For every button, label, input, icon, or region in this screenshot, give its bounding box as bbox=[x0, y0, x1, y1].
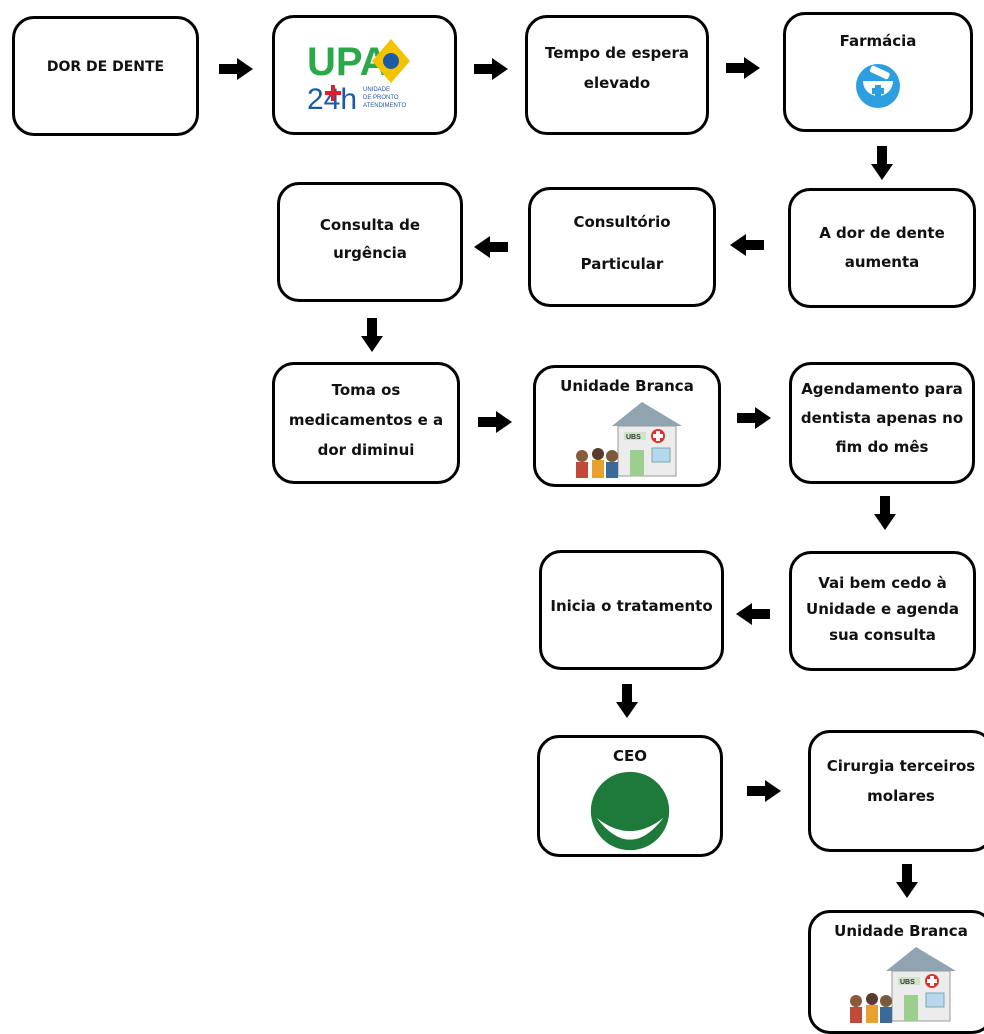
node-title: CEO bbox=[612, 747, 647, 765]
node-label: Consultório Particular bbox=[573, 213, 671, 273]
pharmacy-mortar-icon bbox=[856, 64, 900, 108]
node-unidade-branca-1: Unidade Branca UBS bbox=[533, 365, 721, 487]
ubs-building-icon: UBS bbox=[850, 947, 956, 1023]
node-tempo-espera: Tempo de espera elevado bbox=[525, 15, 709, 135]
node-consultorio: Consultório Particular bbox=[528, 187, 716, 307]
node-label: Cirurgia terceiros molares bbox=[826, 757, 976, 805]
node-cirurgia: Cirurgia terceiros molares bbox=[808, 730, 984, 852]
node-label: Consulta de urgência bbox=[319, 216, 421, 262]
arrow-right-icon bbox=[219, 58, 253, 80]
ceo-logo-icon bbox=[590, 771, 670, 851]
node-title: Unidade Branca bbox=[560, 377, 694, 395]
node-dor-de-dente: DOR DE DENTE bbox=[12, 16, 199, 136]
upa-subtitle-1: UNIDADE bbox=[363, 87, 390, 93]
arrow-down-icon bbox=[871, 146, 893, 180]
upa-subtitle-2: DE PRONTO bbox=[363, 95, 399, 101]
ubs-building-icon: UBS bbox=[576, 402, 682, 478]
ubs-sign: UBS bbox=[626, 434, 641, 441]
node-upa: UPA 24h UNIDADE DE PRONTO ATENDIMENTO bbox=[272, 15, 457, 135]
arrow-right-icon bbox=[478, 411, 512, 433]
arrow-left-icon bbox=[736, 603, 770, 625]
node-label: Vai bem cedo à Unidade e agenda sua cons… bbox=[806, 574, 959, 644]
node-farmacia: Farmácia bbox=[783, 12, 973, 132]
ubs-sign: UBS bbox=[900, 979, 915, 986]
upa-subtitle-3: ATENDIMENTO bbox=[363, 103, 406, 109]
node-title: Farmácia bbox=[839, 32, 917, 50]
arrow-left-icon bbox=[730, 234, 764, 256]
node-toma-medicamentos: Toma os medicamentos e a dor diminui bbox=[272, 362, 460, 484]
node-label: A dor de dente aumenta bbox=[819, 224, 945, 271]
arrow-right-icon bbox=[474, 58, 508, 80]
node-label: Toma os medicamentos e a dor diminui bbox=[288, 381, 444, 459]
node-vai-cedo: Vai bem cedo à Unidade e agenda sua cons… bbox=[789, 551, 976, 671]
node-label: Inicia o tratamento bbox=[550, 596, 713, 615]
node-agendamento: Agendamento para dentista apenas no fim … bbox=[789, 362, 975, 484]
arrow-down-icon bbox=[616, 684, 638, 718]
upa-logo-icon: UPA 24h UNIDADE DE PRONTO ATENDIMENTO bbox=[307, 39, 410, 115]
node-label: Tempo de espera elevado bbox=[545, 44, 689, 92]
node-unidade-branca-2: Unidade Branca UBS bbox=[808, 910, 984, 1034]
node-consulta-urgencia: Consulta de urgência bbox=[277, 182, 463, 302]
arrow-down-icon bbox=[896, 864, 918, 898]
node-title: Unidade Branca bbox=[834, 922, 968, 940]
arrow-right-icon bbox=[726, 57, 760, 79]
arrow-down-icon bbox=[361, 318, 383, 352]
node-dor-aumenta: A dor de dente aumenta bbox=[788, 188, 976, 308]
node-label: Agendamento para dentista apenas no fim … bbox=[800, 379, 964, 456]
arrow-down-icon bbox=[874, 496, 896, 530]
arrow-right-icon bbox=[737, 407, 771, 429]
node-ceo: CEO bbox=[537, 735, 723, 857]
arrow-left-icon bbox=[474, 236, 508, 258]
node-label: DOR DE DENTE bbox=[46, 58, 165, 75]
arrow-right-icon bbox=[747, 780, 781, 802]
node-inicia-tratamento: Inicia o tratamento bbox=[539, 550, 724, 670]
